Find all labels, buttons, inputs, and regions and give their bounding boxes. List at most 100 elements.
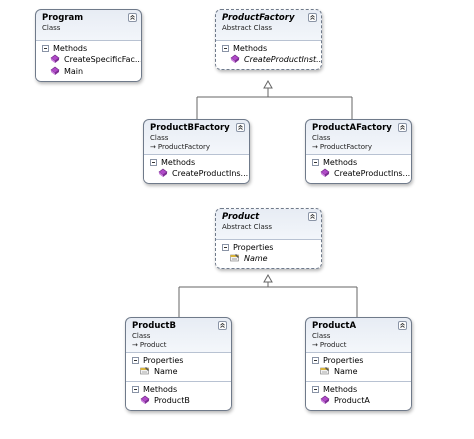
section-header[interactable]: Methods [306, 157, 411, 168]
class-kind: Class [42, 24, 61, 32]
collapse-chevron-icon[interactable] [398, 123, 407, 132]
collapse-minus-icon[interactable] [222, 45, 229, 52]
collapse-minus-icon[interactable] [132, 357, 139, 364]
collapse-chevron-icon[interactable] [218, 321, 227, 330]
inheritance-arrow-icon: → [312, 341, 318, 349]
section-name: Methods [161, 158, 196, 167]
section-name: Methods [323, 385, 358, 394]
class-title: ProductAFactory [312, 123, 392, 133]
section-header[interactable]: Properties [126, 355, 231, 366]
method-icon [320, 168, 330, 178]
base-class-line: →ProductFactory [150, 143, 231, 152]
property-icon [140, 366, 150, 376]
method-icon [50, 54, 60, 64]
collapse-minus-icon[interactable] [312, 357, 319, 364]
collapse-chevron-icon[interactable] [236, 123, 245, 132]
method-icon [50, 66, 60, 76]
collapse-minus-icon[interactable] [42, 45, 49, 52]
member-item[interactable]: CreateProductInst... [216, 54, 321, 66]
inheritance-arrow-icon: → [132, 341, 138, 349]
property-icon [230, 253, 240, 263]
member-item[interactable]: Name [216, 253, 321, 265]
inheritance-arrow-productfactory [263, 79, 273, 89]
collapse-minus-icon[interactable] [222, 244, 229, 251]
class-title: Program [42, 13, 84, 23]
section-name: Methods [143, 385, 178, 394]
member-item[interactable]: Name [306, 366, 411, 378]
member-item[interactable]: CreateProductIns... [144, 168, 249, 180]
member-item[interactable]: CreateProductIns... [306, 168, 411, 180]
collapse-chevron-icon[interactable] [308, 13, 317, 22]
collapse-chevron-icon[interactable] [398, 321, 407, 330]
property-icon [320, 366, 330, 376]
collapse-minus-icon[interactable] [312, 159, 319, 166]
inheritance-arrow-icon: → [312, 143, 318, 151]
collapse-chevron-icon[interactable] [128, 13, 137, 22]
section-header[interactable]: Methods [126, 384, 231, 395]
section-name: Methods [323, 158, 358, 167]
base-class-line: →ProductFactory [312, 143, 393, 152]
section-header[interactable]: Methods [216, 43, 321, 54]
section-header[interactable]: Properties [216, 242, 321, 253]
class-kind: Abstract Class [222, 223, 273, 231]
class-kind: Class [312, 134, 331, 142]
member-item[interactable]: ProductA [306, 395, 411, 407]
method-icon [320, 395, 330, 405]
inheritance-arrow-product [263, 273, 273, 283]
member-name: Name [154, 367, 178, 376]
section-header[interactable]: Methods [144, 157, 249, 168]
member-name: Name [244, 254, 268, 263]
section-header[interactable]: Methods [306, 384, 411, 395]
collapse-minus-icon[interactable] [132, 386, 139, 393]
section-header[interactable]: Methods [36, 43, 141, 54]
section-name: Methods [53, 44, 88, 53]
method-icon [158, 168, 168, 178]
method-icon [230, 54, 240, 64]
member-item[interactable]: Name [126, 366, 231, 378]
member-item[interactable]: CreateSpecificFac... [36, 54, 141, 66]
member-name: CreateProductIns... [334, 169, 411, 178]
member-name: CreateSpecificFac... [64, 55, 141, 64]
member-name: ProductB [154, 396, 190, 405]
member-item[interactable]: ProductB [126, 395, 231, 407]
class-title: ProductB [132, 321, 176, 331]
section-name: Properties [233, 243, 274, 252]
class-title: ProductFactory [222, 13, 295, 23]
collapse-chevron-icon[interactable] [308, 212, 317, 221]
base-class-name: Product [139, 341, 167, 349]
collapse-minus-icon[interactable] [150, 159, 157, 166]
member-name: Name [334, 367, 358, 376]
member-item[interactable]: Main [36, 66, 141, 78]
collapse-minus-icon[interactable] [312, 386, 319, 393]
class-kind: Class [132, 332, 151, 340]
section-name: Properties [323, 356, 364, 365]
member-name: CreateProductInst... [244, 55, 321, 64]
class-title: Product [222, 212, 260, 222]
base-class-name: ProductFactory [157, 143, 211, 151]
member-name: CreateProductIns... [172, 169, 249, 178]
class-kind: Class [150, 134, 169, 142]
section-header[interactable]: Properties [306, 355, 411, 366]
member-name: ProductA [334, 396, 370, 405]
